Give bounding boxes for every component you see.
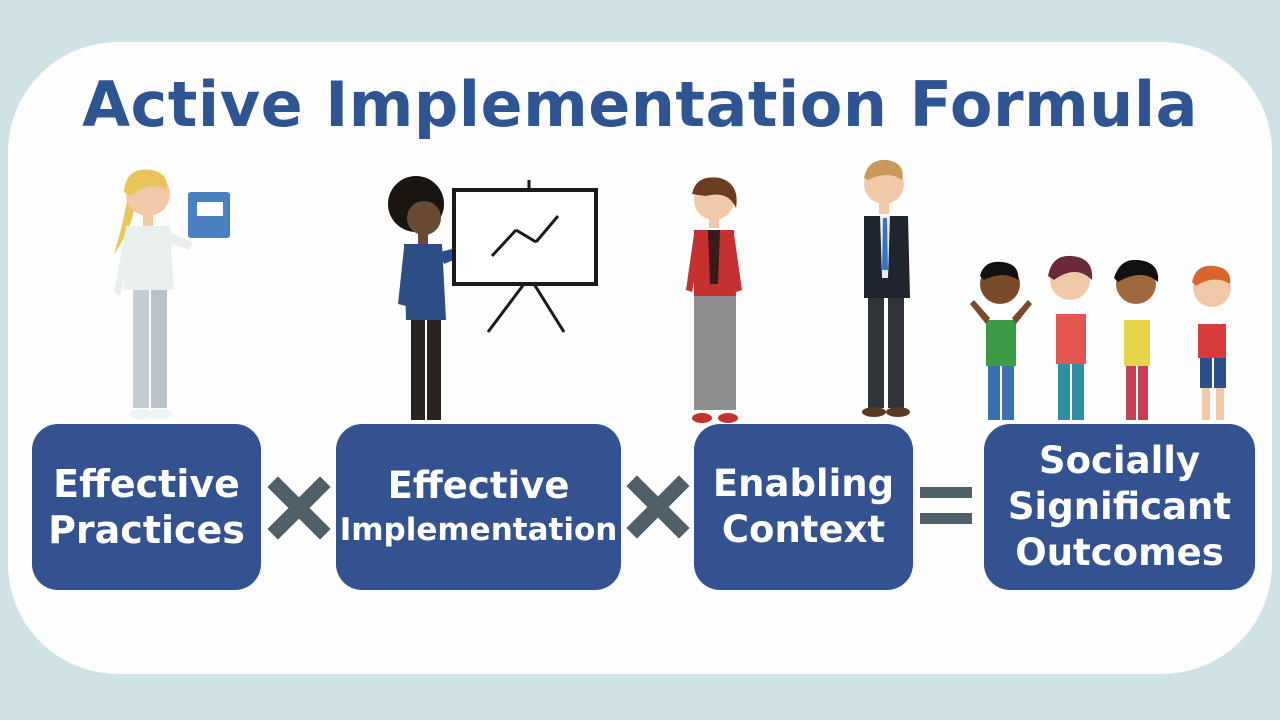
man-in-suit-illustration	[862, 159, 910, 417]
multiply-icon	[267, 476, 331, 540]
box-label-line1: Effective	[53, 462, 240, 506]
box-label-line3: Outcomes	[1015, 531, 1224, 574]
box-label-line2: Implementation	[339, 512, 618, 548]
effective-practices-box: Effective Practices	[32, 424, 261, 590]
effective-implementation-box: Effective Implementation	[336, 424, 621, 590]
box-label-line2: Significant	[1007, 485, 1232, 528]
woman-in-red-illustration	[686, 177, 742, 423]
page-title: Active Implementation Formula	[82, 68, 1198, 141]
box-label-line1: Socially	[1038, 439, 1201, 482]
box-label-line2: Context	[721, 508, 886, 551]
children-group-illustration	[970, 255, 1231, 420]
box-label-line1: Effective	[387, 464, 570, 507]
box-label-line1: Enabling	[712, 462, 895, 505]
enabling-context-box: Enabling Context	[694, 424, 913, 590]
multiply-icon	[626, 475, 690, 539]
presenter-with-chart-illustration	[388, 176, 598, 420]
equals-icon	[920, 487, 972, 524]
box-label-line2: Practices	[48, 508, 245, 552]
socially-significant-outcomes-box: Socially Significant Outcomes	[984, 424, 1255, 590]
woman-with-book-illustration	[114, 169, 230, 419]
